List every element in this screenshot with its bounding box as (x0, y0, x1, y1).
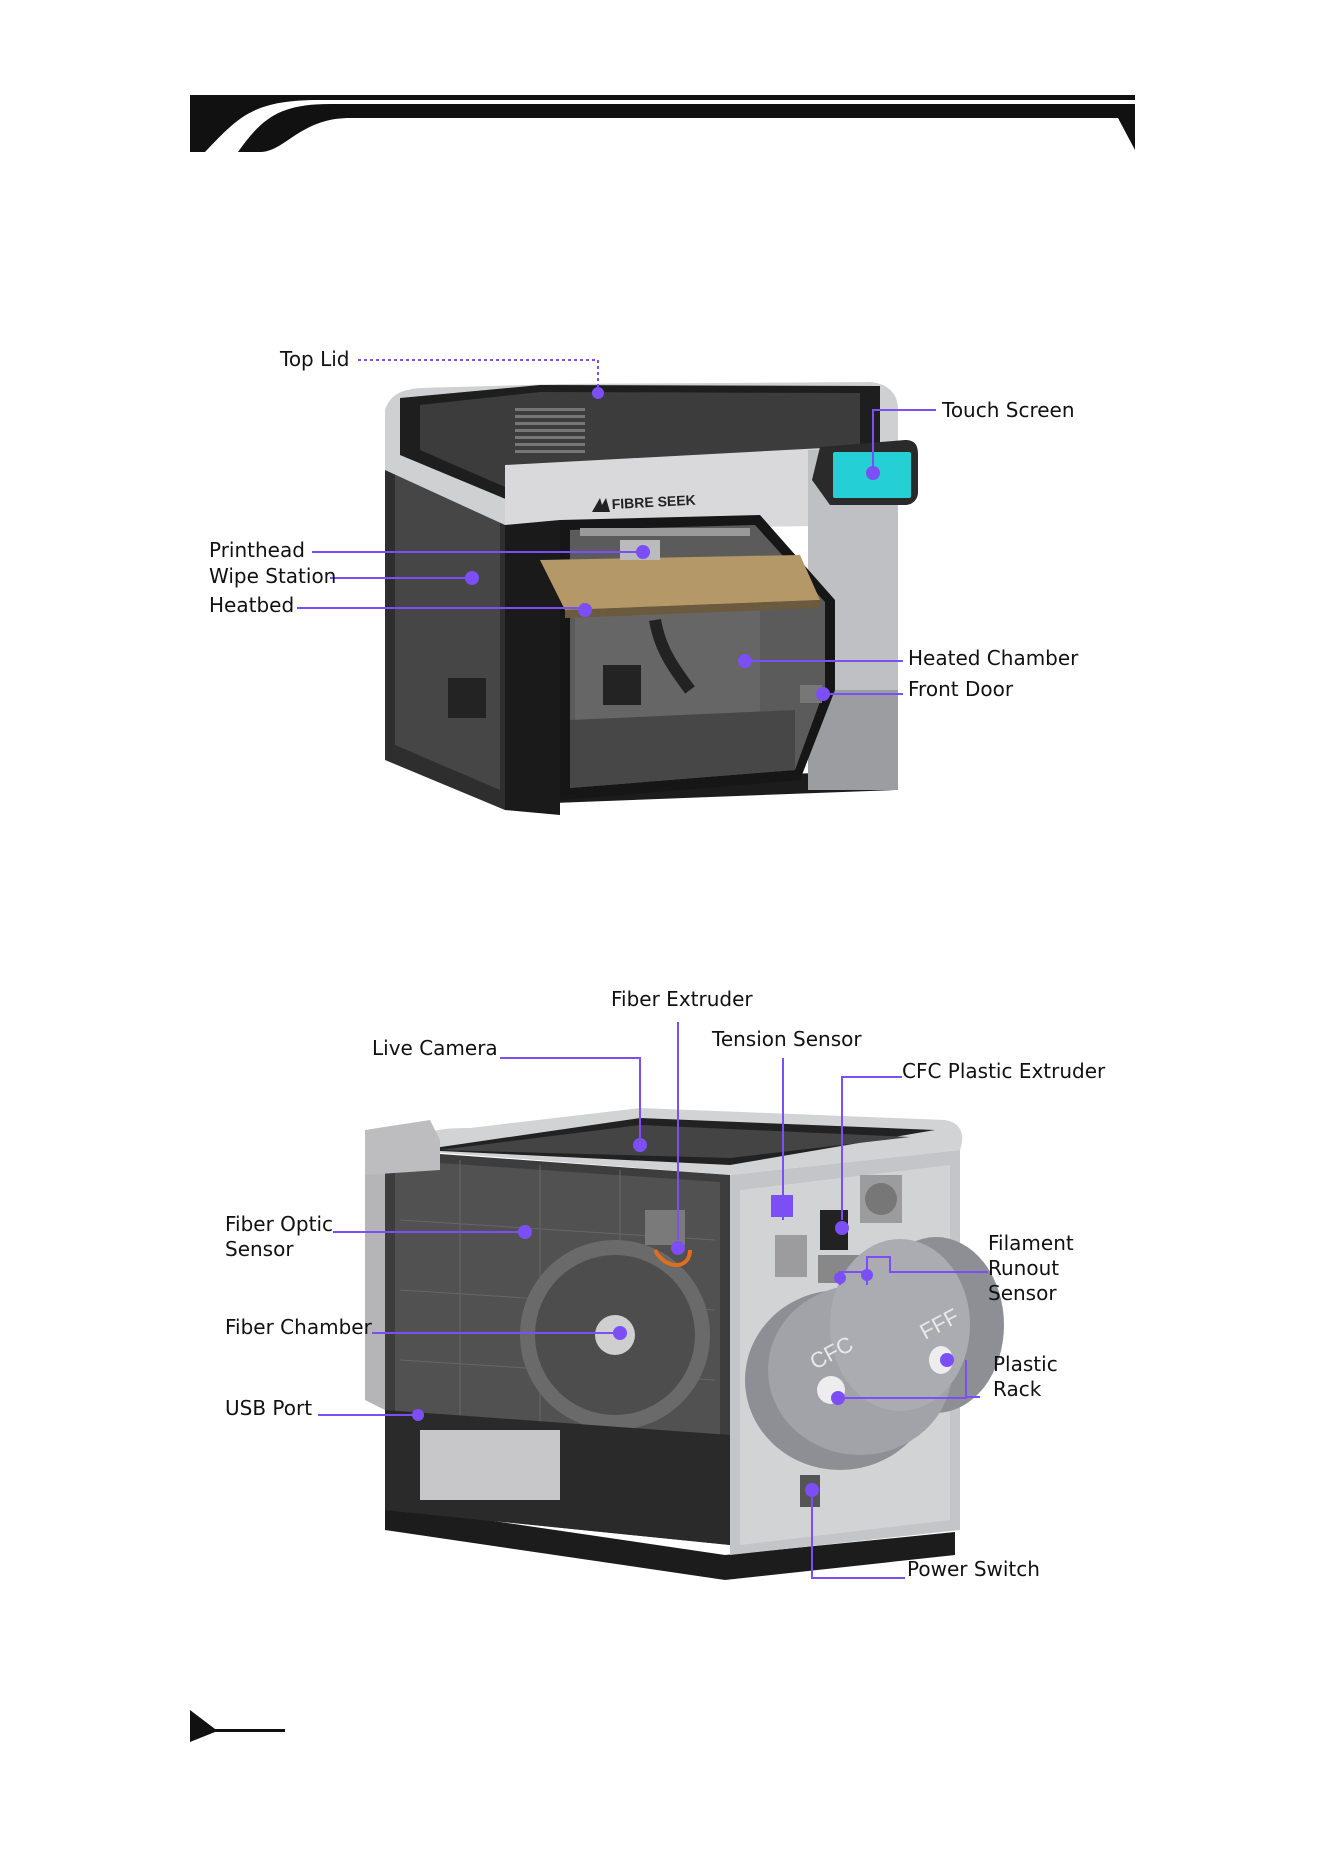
label-fiber-extruder: Fiber Extruder (611, 987, 753, 1012)
footer-marker (190, 1710, 285, 1742)
label-printhead: Printhead (209, 538, 305, 563)
label-front-door: Front Door (908, 677, 1013, 702)
label-power-switch: Power Switch (907, 1557, 1040, 1582)
label-fiber-chamber: Fiber Chamber (225, 1315, 372, 1340)
printer-front-illustration (385, 382, 918, 815)
header-banner (190, 95, 1135, 152)
label-heatbed: Heatbed (209, 593, 294, 618)
label-cfc-plastic-extruder: CFC Plastic Extruder (902, 1059, 1105, 1084)
label-live-camera: Live Camera (372, 1036, 498, 1061)
label-usb-port: USB Port (225, 1396, 312, 1421)
label-plastic-rack: Plastic Rack (993, 1352, 1058, 1402)
label-fiber-optic-sensor: Fiber Optic Sensor (225, 1212, 333, 1262)
label-tension-sensor: Tension Sensor (712, 1027, 862, 1052)
label-top-lid: Top Lid (280, 347, 350, 372)
label-wipe-station: Wipe Station (209, 564, 336, 589)
printer-rear-illustration (365, 1108, 1004, 1580)
label-touch-screen: Touch Screen (942, 398, 1075, 423)
label-heated-chamber: Heated Chamber (908, 646, 1078, 671)
label-filament-runout-sensor: Filament Runout Sensor (988, 1231, 1074, 1306)
